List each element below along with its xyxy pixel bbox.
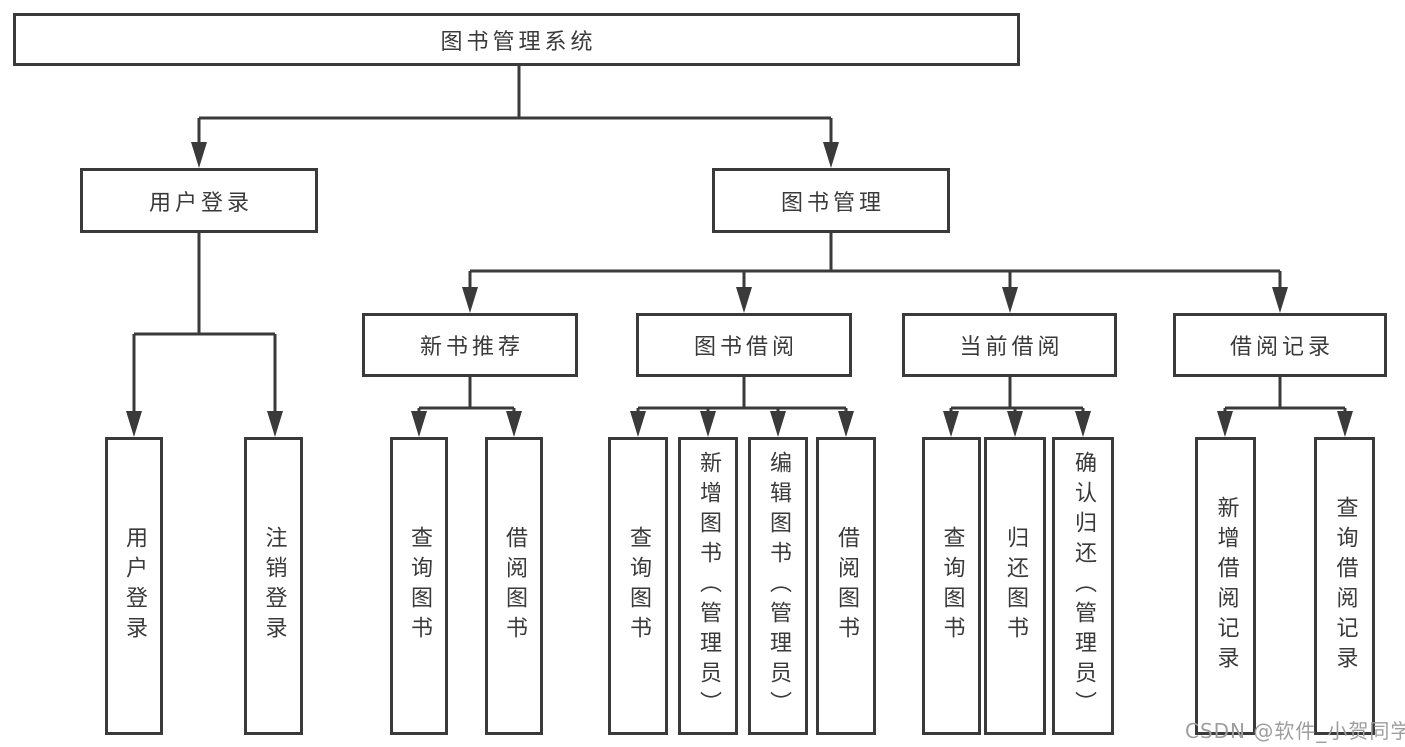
leaf-return-book-label: 归还图书 <box>1003 526 1028 646</box>
leaf-borrow-book-label: 借阅图书 <box>834 526 859 646</box>
leaf-newbook-query-book-label: 查询图书 <box>407 526 432 646</box>
connector-current-borrow-branch <box>949 377 1085 418</box>
leaf-return-book: 归还图书 <box>984 437 1046 735</box>
connector-book-borrow-branch <box>636 377 848 418</box>
node-new-book-recommend-label: 新书推荐 <box>419 335 524 360</box>
node-borrow-record-label: 借阅记录 <box>1229 335 1334 360</box>
node-user-login-label: 用户登录 <box>148 190 253 216</box>
node-book-borrow-label: 图书借阅 <box>693 335 798 360</box>
connector-new-book-branch <box>417 377 516 418</box>
node-current-borrow-label: 当前借阅 <box>959 335 1064 360</box>
csdn-watermark: CSDN @软件_小贺同学 <box>1185 719 1405 743</box>
leaf-user-login: 用户登录 <box>105 437 163 735</box>
node-current-borrow: 当前借阅 <box>902 313 1117 377</box>
node-book-borrow: 图书借阅 <box>636 313 852 377</box>
leaf-current-query-book-label: 查询图书 <box>939 526 965 646</box>
leaf-newbook-borrow-book-label: 借阅图书 <box>502 526 527 646</box>
node-user-login: 用户登录 <box>80 168 318 233</box>
leaf-newbook-query-book: 查询图书 <box>390 437 448 735</box>
leaf-logout-label: 注销登录 <box>261 526 287 646</box>
leaf-query-borrow-record-label: 查询借阅记录 <box>1332 496 1358 676</box>
leaf-borrow-query-book: 查询图书 <box>608 437 668 735</box>
connector-root-to-level1 <box>197 66 833 148</box>
node-borrow-record: 借阅记录 <box>1173 313 1387 377</box>
leaf-user-login-label: 用户登录 <box>122 526 147 646</box>
leaf-query-borrow-record: 查询借阅记录 <box>1314 437 1375 735</box>
connector-book-mgmt-to-level2 <box>468 233 1282 292</box>
connector-borrow-record-branch <box>1223 377 1347 418</box>
leaf-confirm-return-admin-label: 确认归还（管理员） <box>1071 451 1096 721</box>
node-book-management-label: 图书管理 <box>780 190 885 216</box>
leaf-add-borrow-record-label: 新增借阅记录 <box>1213 496 1239 676</box>
leaf-add-book-admin: 新增图书（管理员） <box>678 437 738 735</box>
leaf-add-book-admin-label: 新增图书（管理员） <box>696 451 721 721</box>
leaf-add-borrow-record: 新增借阅记录 <box>1195 437 1256 735</box>
leaf-borrow-book: 借阅图书 <box>816 437 876 735</box>
leaf-current-query-book: 查询图书 <box>922 437 981 735</box>
leaf-edit-book-admin-label: 编辑图书（管理员） <box>766 451 791 721</box>
node-root-label: 图书管理系统 <box>440 29 597 55</box>
leaf-newbook-borrow-book: 借阅图书 <box>485 437 543 735</box>
node-root-system: 图书管理系统 <box>13 13 1020 66</box>
node-new-book-recommend: 新书推荐 <box>362 313 578 377</box>
leaf-confirm-return-admin: 确认归还（管理员） <box>1052 437 1114 735</box>
leaf-borrow-query-book-label: 查询图书 <box>626 526 651 646</box>
node-book-management: 图书管理 <box>712 168 950 233</box>
leaf-logout: 注销登录 <box>244 437 303 735</box>
leaf-edit-book-admin: 编辑图书（管理员） <box>748 437 808 735</box>
connector-user-login-branch <box>132 233 277 418</box>
